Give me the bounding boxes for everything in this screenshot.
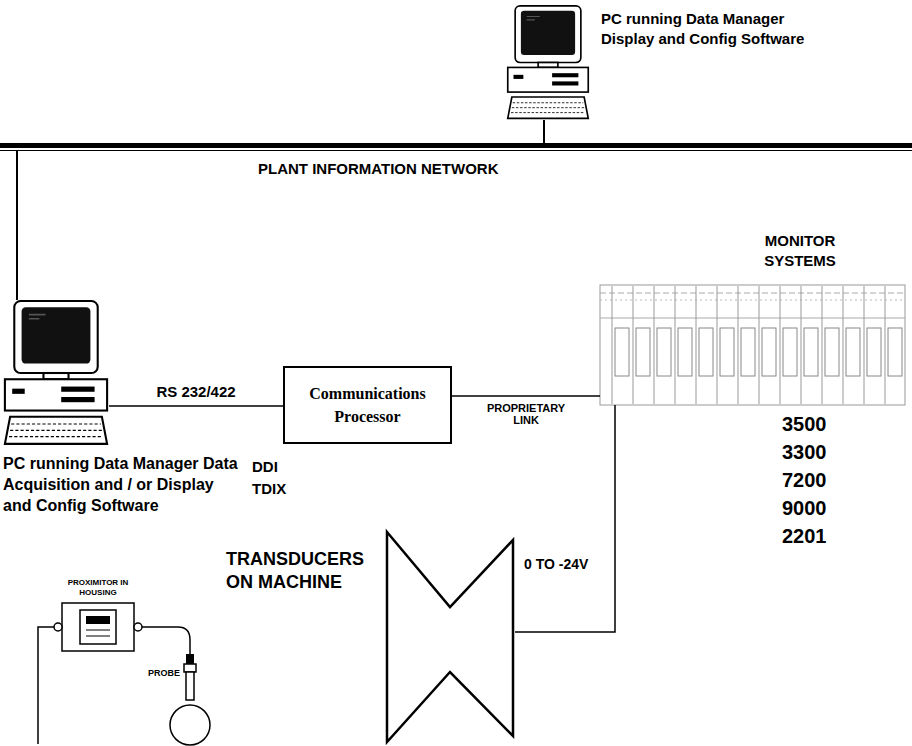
system-name: DDI bbox=[252, 458, 278, 476]
card-line bbox=[717, 286, 718, 404]
model-number: 3500 bbox=[782, 412, 827, 436]
workstation-icon bbox=[508, 6, 589, 119]
card-line bbox=[738, 286, 739, 404]
part-label: PROXIMITOR IN HOUSING bbox=[58, 578, 138, 597]
card-module bbox=[615, 328, 629, 376]
card-module bbox=[762, 328, 776, 376]
system-name: TDIX bbox=[252, 480, 286, 498]
connector-line bbox=[16, 151, 18, 300]
signal-wire bbox=[515, 405, 615, 632]
node-text: Communications Processor bbox=[293, 382, 442, 428]
workstation: PC running Data Manager Data Acquisition… bbox=[3, 300, 109, 446]
card-module bbox=[699, 328, 713, 376]
card-line bbox=[759, 286, 760, 404]
card-line bbox=[843, 286, 844, 404]
link-label: PROPRIETARY LINK bbox=[478, 402, 574, 426]
card-module bbox=[846, 328, 860, 376]
card-line bbox=[675, 286, 676, 404]
card-line bbox=[864, 286, 865, 404]
link-label: RS 232/422 bbox=[154, 383, 237, 400]
node-text: PC running Data Manager Display and Conf… bbox=[601, 9, 813, 50]
model-number: 2201 bbox=[782, 524, 827, 548]
connector-line bbox=[452, 395, 600, 397]
card-module bbox=[636, 328, 650, 376]
monitor-rack-box: MONITOR SYSTEMS bbox=[600, 285, 905, 405]
card-module bbox=[657, 328, 671, 376]
card-line bbox=[612, 286, 613, 404]
card-module bbox=[741, 328, 755, 376]
card-line bbox=[654, 286, 655, 404]
workstation-icon bbox=[5, 301, 107, 444]
group-label: TRANSDUCERS ON MACHINE bbox=[226, 548, 386, 593]
card-module bbox=[888, 328, 902, 376]
card-module bbox=[678, 328, 692, 376]
voltage-label: 0 TO -24V bbox=[524, 556, 588, 573]
process-box: Communications Processor bbox=[283, 366, 452, 444]
card-module bbox=[825, 328, 839, 376]
card-module bbox=[720, 328, 734, 376]
proximitor-assembly bbox=[38, 603, 210, 745]
connector-line bbox=[109, 405, 283, 407]
card-line bbox=[822, 286, 823, 404]
model-number: 9000 bbox=[782, 496, 827, 520]
node-text: PC running Data Manager Data Acquisition… bbox=[3, 454, 245, 516]
connector-line bbox=[543, 120, 545, 143]
part-label: PROBE bbox=[148, 668, 180, 679]
workstation: PC running Data Manager Display and Conf… bbox=[503, 5, 593, 120]
card-line bbox=[633, 286, 634, 404]
monitor-rack bbox=[600, 285, 905, 405]
card-line bbox=[885, 286, 886, 404]
card-module bbox=[783, 328, 797, 376]
card-module bbox=[804, 328, 818, 376]
node-text: PLANT INFORMATION NETWORK bbox=[258, 160, 499, 177]
model-number: 7200 bbox=[782, 468, 827, 492]
network-bus: PLANT INFORMATION NETWORK bbox=[0, 143, 912, 151]
card-line bbox=[780, 286, 781, 404]
node-text: MONITOR SYSTEMS bbox=[740, 231, 860, 272]
card-line bbox=[801, 286, 802, 404]
card-module bbox=[867, 328, 881, 376]
model-number: 3300 bbox=[782, 440, 827, 464]
machine-casing bbox=[387, 532, 513, 742]
card-line bbox=[696, 286, 697, 404]
